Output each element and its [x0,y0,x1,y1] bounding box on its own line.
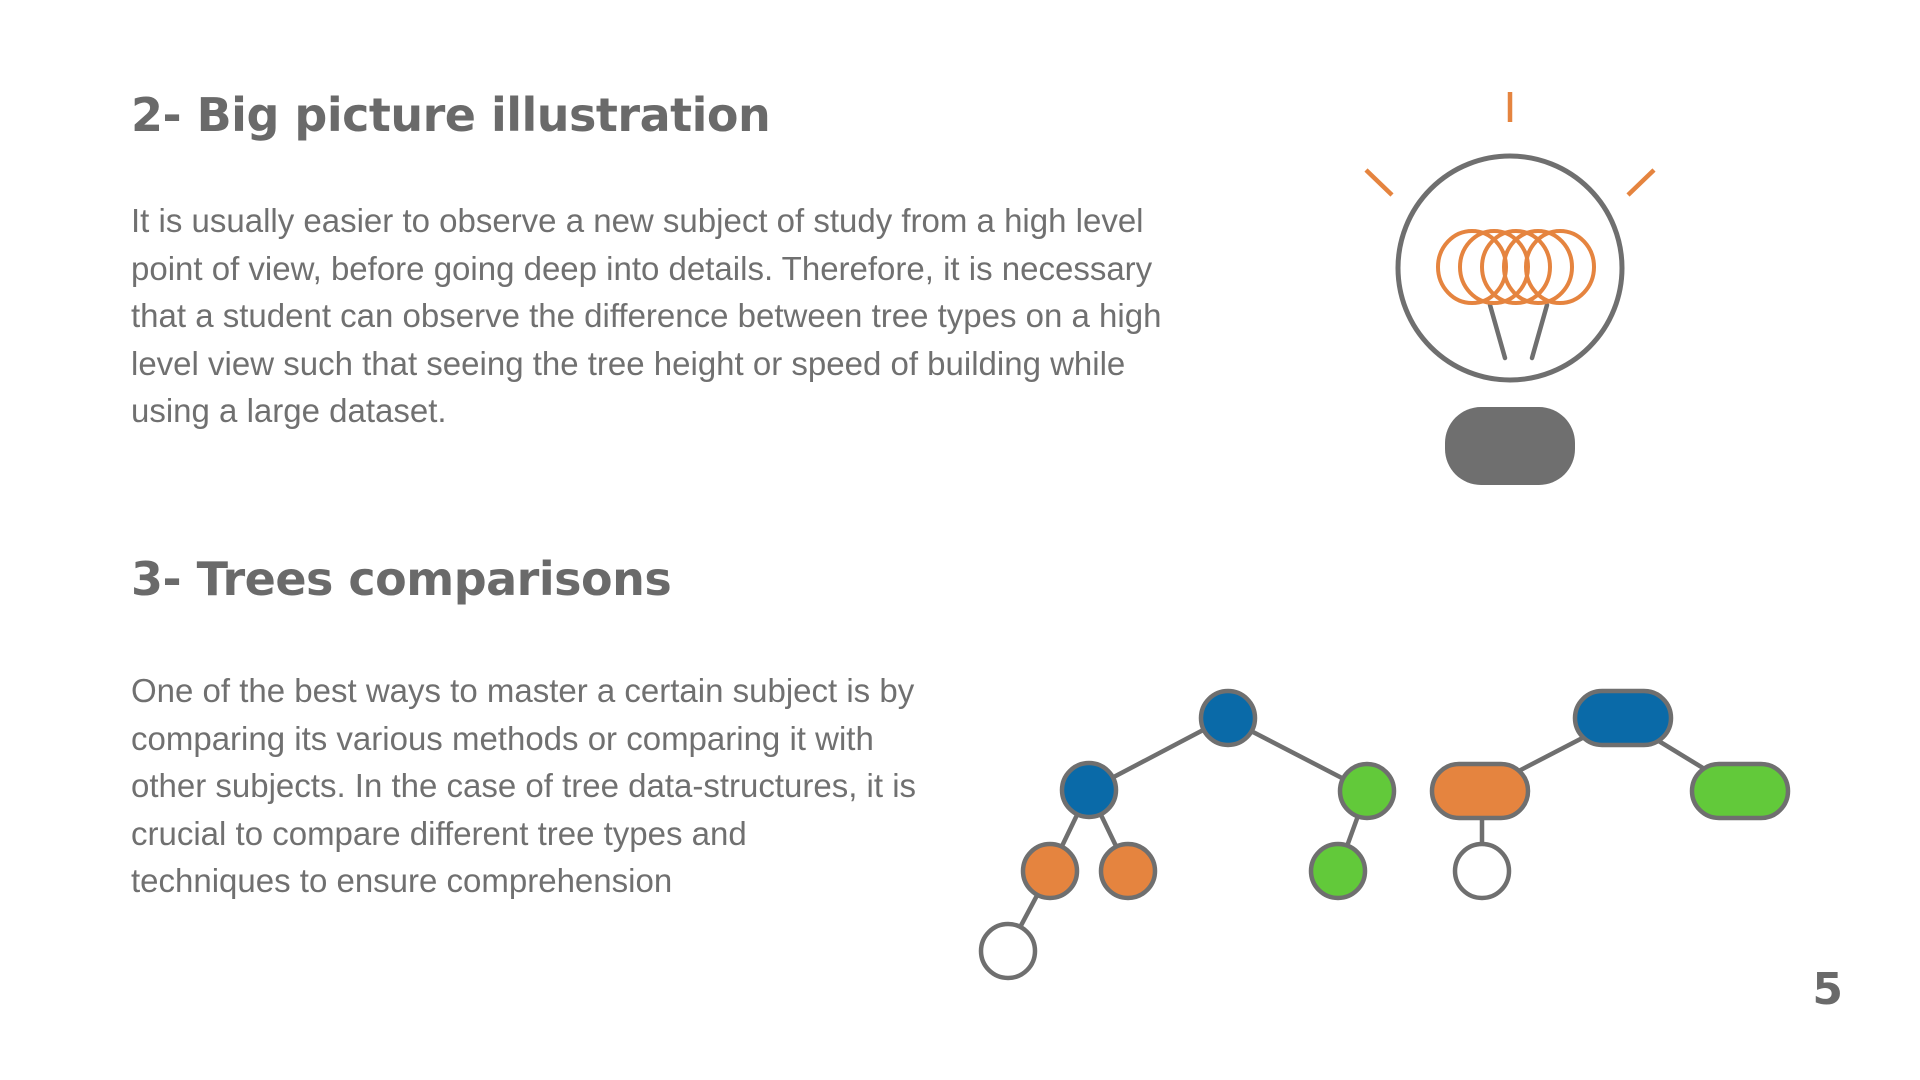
section-3-heading: 3- Trees comparisons [131,552,672,606]
tree-nodes [978,688,1791,981]
tree-node-orange [1020,841,1080,901]
tree-diagram-icon [978,688,1791,981]
paragraph-line: One of the best ways to master a certain… [131,672,915,709]
tree-node-empty [978,921,1038,981]
tree-node-green [1308,841,1368,901]
filament-stems [1487,302,1550,361]
coil-loop [1502,229,1574,305]
page-number: 5 [1812,964,1843,1015]
bulb-base [1445,407,1575,485]
tree-node-blue [1572,688,1674,748]
paragraph-line: level view such that seeing the tree hei… [131,344,1126,382]
tree-node-blue [1198,688,1258,748]
tree-node-orange [1098,841,1158,901]
coil-loop [1524,229,1596,305]
paragraph-line: comparing its various methods or compari… [131,719,874,757]
section-2-heading: 2- Big picture illustration [131,88,771,142]
paragraph-line: using a large dataset. [131,392,447,429]
paragraph-line: crucial to compare different tree types … [131,814,747,852]
ray-left [1364,168,1394,197]
paragraph-line: that a student can observe the differenc… [131,297,1162,334]
tree-edges [1006,716,1741,952]
stem-left [1487,302,1508,361]
light-rays [1364,92,1656,197]
paragraph-line: other subjects. In the case of tree data… [131,767,917,804]
tree-node-blue [1059,760,1119,820]
section-2-paragraph: It is usually easier to observe a new su… [131,197,1161,435]
paragraph-line: point of view, before going deep into de… [131,249,1153,287]
coil-loop [1480,229,1552,305]
ray-right [1626,168,1656,197]
tree-node-empty [1452,841,1512,901]
tree-node-orange [1429,761,1531,821]
bulb-glass [1395,153,1625,383]
section-3-paragraph: One of the best ways to master a certain… [131,667,916,905]
tree-node-green [1337,761,1397,821]
filament-coil [1436,229,1596,305]
stem-right [1529,302,1550,361]
tree-node-green [1689,761,1791,821]
lightbulb-icon [1364,92,1656,485]
paragraph-line: techniques to ensure comprehension [131,862,673,899]
paragraph-line: It is usually easier to observe a new su… [131,202,1144,239]
